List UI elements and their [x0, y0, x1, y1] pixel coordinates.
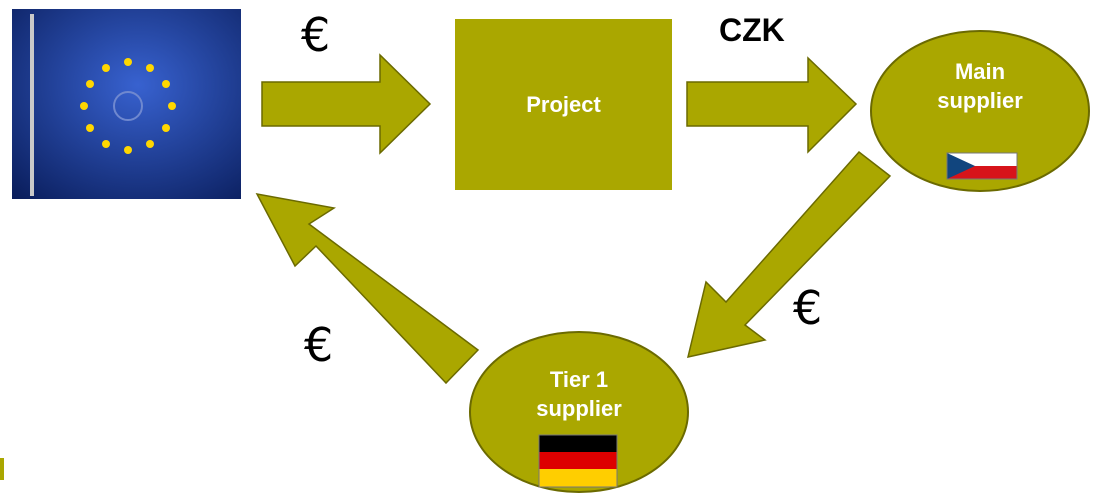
tier1-supplier-node: [469, 331, 689, 493]
main-supplier-line1: Main: [954, 59, 1006, 84]
czk-label-project-to-main: CZK: [719, 12, 785, 48]
project-node: Project: [455, 19, 672, 190]
slide-accent-bar: [0, 458, 4, 480]
tier1-supplier-label: Tier 1 supplier: [519, 366, 639, 423]
main-supplier-node: [870, 30, 1090, 192]
project-label: Project: [526, 91, 601, 117]
main-supplier-label: Main supplier: [920, 58, 1040, 115]
arrow-eu-to-project: [261, 53, 432, 155]
arrow-project-to-main-supplier: [686, 56, 858, 154]
euro-label-eu-to-project: €: [301, 8, 331, 62]
main-supplier-line2: supplier: [937, 87, 1023, 113]
tier1-supplier-line1: Tier 1: [549, 367, 609, 392]
czech-flag-icon: [946, 152, 1018, 180]
eu-flag-icon: [12, 9, 241, 199]
arrow-tier1-to-eu: [255, 192, 480, 385]
tier1-supplier-line2: supplier: [536, 395, 622, 421]
german-flag-icon: [538, 434, 618, 488]
euro-label-tier1-to-eu: €: [304, 318, 334, 372]
arrow-main-to-tier1: [686, 150, 892, 358]
euro-label-main-to-tier1: €: [793, 281, 823, 335]
